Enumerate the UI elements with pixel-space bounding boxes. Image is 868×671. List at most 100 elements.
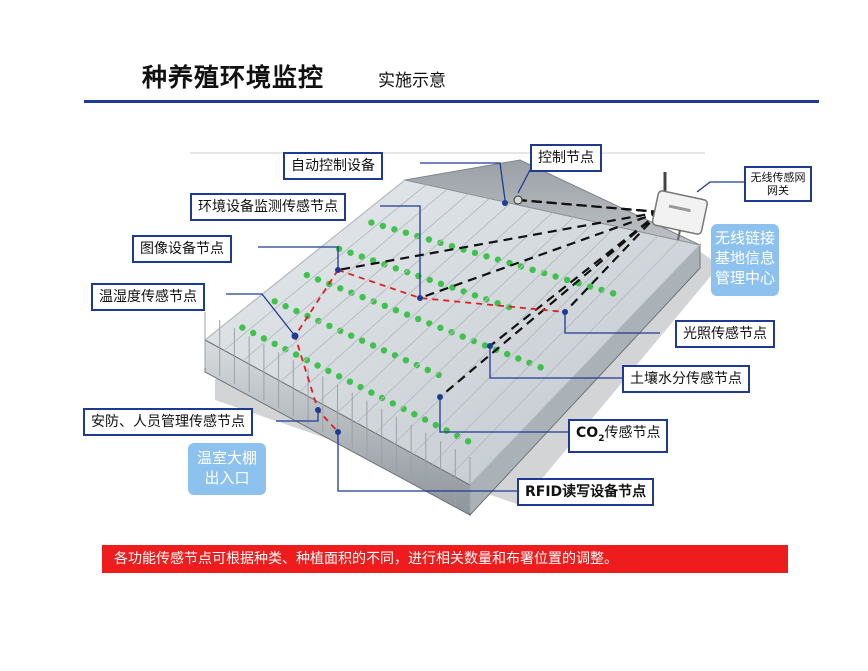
plant [337, 285, 344, 292]
plant [504, 350, 511, 358]
bubble-base-station: 无线链接基地信息管理中心 [711, 224, 779, 296]
plant [481, 342, 489, 349]
label-control-node: 控制节点 [530, 144, 602, 172]
plant [282, 303, 289, 310]
bubble-greenhouse-entrance: 温室大棚出入口 [188, 443, 266, 495]
plant [471, 249, 479, 257]
plant [529, 266, 536, 273]
plant [358, 253, 365, 260]
gateway-device-icon [651, 172, 708, 241]
label-auto-control-device: 自动控制设备 [283, 152, 383, 180]
plant [368, 389, 375, 396]
node-light [562, 309, 568, 315]
node-soil [487, 343, 493, 349]
plant [471, 292, 479, 299]
title-divider [84, 100, 819, 103]
plant [369, 342, 377, 349]
label-rfid-node: RFID读写设备节点 [517, 478, 655, 506]
node-control [513, 195, 523, 205]
plant [421, 416, 429, 423]
plant [326, 322, 333, 330]
plant [552, 273, 559, 280]
plant [537, 364, 544, 371]
label-soil-moisture-node: 土壤水分传感节点 [622, 365, 750, 393]
plant [337, 327, 344, 334]
plant [448, 243, 456, 250]
plant [381, 261, 388, 268]
plant [325, 367, 332, 375]
plant [483, 253, 490, 260]
plant [368, 219, 375, 226]
frame-line [450, 240, 680, 475]
plant [389, 400, 396, 407]
plant [381, 302, 388, 309]
plant [464, 438, 472, 445]
node-security [315, 407, 321, 413]
plant [271, 340, 278, 347]
plant [348, 289, 355, 296]
plant [370, 298, 377, 305]
plant [359, 293, 366, 301]
frame-line [356, 216, 574, 424]
frame-line [204, 179, 406, 341]
plant [609, 290, 617, 297]
frame-line [469, 244, 701, 486]
plant [380, 347, 388, 354]
frame-line [337, 212, 553, 413]
plant [271, 298, 278, 305]
node-rfid [335, 429, 341, 435]
plant [424, 366, 431, 374]
page-title: 种养殖环境监控 [142, 63, 325, 92]
plant [392, 307, 400, 314]
plant [303, 271, 311, 279]
frame-line [261, 193, 469, 372]
frame-line [375, 221, 595, 434]
frame-line [280, 198, 490, 382]
plant [437, 239, 444, 246]
frame-line [318, 207, 532, 403]
plant [432, 421, 439, 429]
plant [563, 276, 571, 284]
frame-line [223, 184, 427, 351]
frame-line [431, 235, 659, 465]
plant [293, 307, 300, 315]
node-co2 [437, 394, 443, 400]
plant [292, 351, 300, 358]
plant [392, 265, 399, 272]
plant [335, 373, 343, 380]
plant [347, 249, 354, 256]
label-image-node: 图像设备节点 [132, 235, 232, 263]
plant-beds [239, 219, 617, 445]
label-co2-node: CO2传感节点 [568, 419, 669, 453]
plant [369, 257, 377, 264]
plant [402, 357, 410, 364]
plant [403, 268, 411, 276]
plant [425, 236, 433, 243]
plant [314, 276, 322, 283]
plant [426, 276, 433, 284]
plant [414, 232, 421, 240]
plant [402, 229, 410, 236]
co2-subscript: 2 [598, 433, 605, 444]
plant [460, 288, 467, 295]
frame-line [242, 188, 448, 362]
plant [586, 283, 594, 290]
label-wireless-gateway: 无线传感网网关 [744, 166, 812, 202]
plant [415, 315, 422, 323]
plant [314, 362, 321, 369]
plant [348, 332, 355, 339]
label-security-node: 安防、人员管理传感节点 [83, 408, 253, 436]
plant [282, 346, 289, 353]
node-auto-control [502, 200, 508, 206]
co2-prefix: CO [576, 425, 599, 441]
plant [359, 337, 366, 344]
node-image [335, 267, 341, 273]
frame-line [299, 202, 511, 393]
plant [250, 329, 257, 337]
plant [494, 256, 502, 263]
frame-line [412, 230, 638, 455]
node-env-monitor [417, 295, 423, 301]
plant [443, 427, 450, 434]
wireless-links [337, 198, 661, 398]
